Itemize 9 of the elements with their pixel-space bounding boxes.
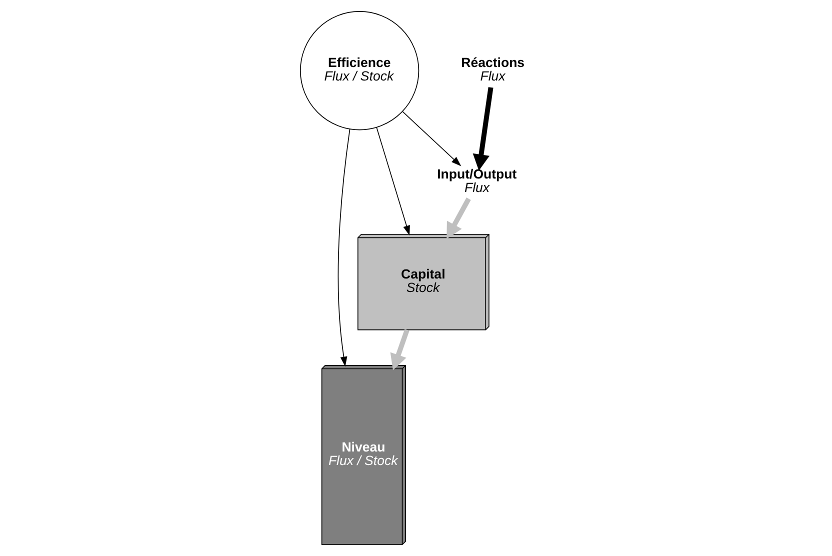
node-circle: Efficience Flux / Stock xyxy=(300,11,420,130)
arrow xyxy=(472,87,494,171)
arrow xyxy=(402,111,462,166)
arrow xyxy=(376,127,410,236)
node-text: Input/Output Flux xyxy=(437,166,517,195)
node-text: Réactions Flux xyxy=(461,55,525,84)
arrow xyxy=(338,128,350,367)
arrow xyxy=(446,198,471,239)
arrow xyxy=(390,329,410,370)
